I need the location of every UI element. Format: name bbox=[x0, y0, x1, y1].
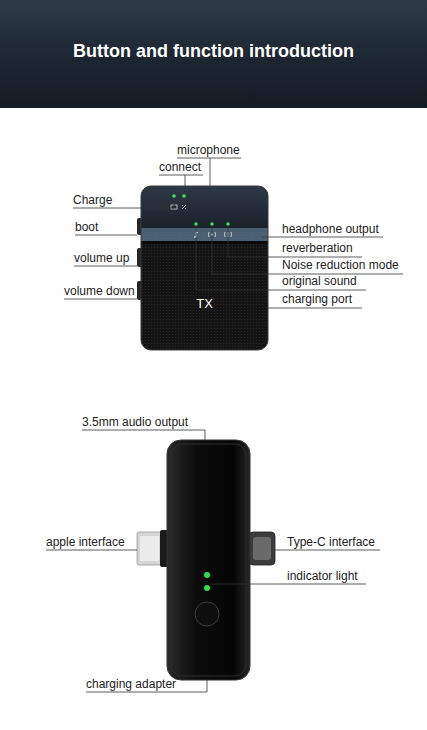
leader-line bbox=[46, 550, 137, 551]
part-label: original sound bbox=[282, 274, 357, 288]
part-label: Charge bbox=[73, 193, 112, 207]
part-label: charging adapter bbox=[86, 677, 176, 691]
leader-line bbox=[75, 235, 137, 236]
leader-line bbox=[159, 175, 203, 193]
part-label: 3.5mm audio output bbox=[82, 415, 188, 429]
receiver-bevel bbox=[171, 444, 246, 676]
charge-led bbox=[172, 194, 176, 198]
connect-led bbox=[182, 194, 186, 198]
lightning-plug bbox=[137, 532, 163, 565]
part-label: charging port bbox=[282, 292, 352, 306]
type-c-plug bbox=[249, 532, 275, 565]
glass-strip bbox=[141, 228, 268, 241]
indicator-led bbox=[204, 585, 210, 591]
leader-line bbox=[74, 266, 137, 267]
device-label: TX bbox=[196, 296, 213, 311]
part-label: apple interface bbox=[46, 535, 125, 549]
page-title: Button and function introduction bbox=[0, 36, 427, 66]
part-label: Noise reduction mode bbox=[282, 258, 399, 272]
mode-led bbox=[194, 222, 198, 226]
mode-led bbox=[226, 222, 230, 226]
part-label: headphone output bbox=[282, 222, 379, 236]
leader-line bbox=[268, 308, 362, 309]
part-label: indicator light bbox=[287, 569, 358, 583]
mode-led bbox=[210, 222, 214, 226]
glass-panel bbox=[141, 186, 268, 228]
part-label: reverberation bbox=[282, 241, 353, 255]
part-label: volume up bbox=[74, 251, 129, 265]
leader-lines bbox=[64, 158, 403, 308]
part-label: connect bbox=[159, 160, 201, 174]
panel-edge bbox=[141, 241, 268, 244]
leader-lines bbox=[46, 430, 380, 692]
lightning-tongue bbox=[140, 536, 159, 561]
device-box: TX bbox=[141, 186, 268, 350]
leader-line bbox=[82, 430, 205, 440]
receiver-button bbox=[195, 602, 219, 626]
leader-line bbox=[64, 299, 137, 300]
transmitter-outline bbox=[141, 186, 268, 350]
indicator-led bbox=[204, 572, 210, 578]
link-icon bbox=[182, 205, 186, 209]
part-label: Type-C interface bbox=[287, 535, 375, 549]
part-label: boot bbox=[75, 220, 98, 234]
part-label: microphone bbox=[177, 143, 240, 157]
leader-line bbox=[275, 550, 380, 551]
transmitter-body bbox=[141, 186, 268, 350]
receiver-body bbox=[167, 440, 250, 680]
leader-line bbox=[262, 237, 383, 238]
speaker-grille bbox=[141, 186, 268, 350]
type-c-inner bbox=[253, 537, 271, 560]
leader-line bbox=[211, 584, 366, 585]
part-label: volume down bbox=[64, 284, 135, 298]
